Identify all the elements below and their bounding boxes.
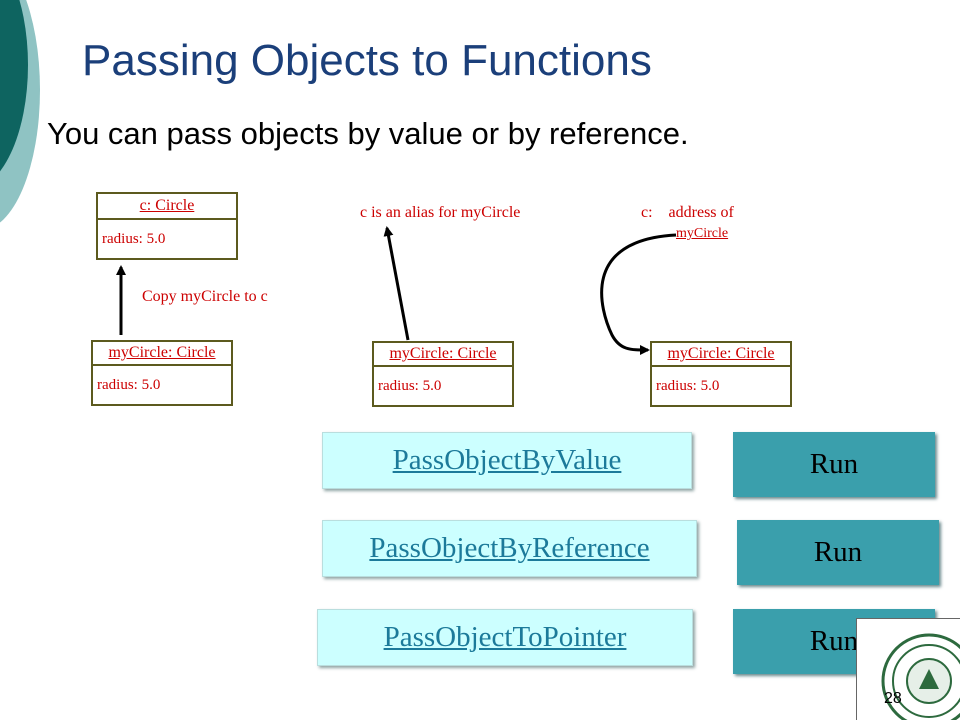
pass-object-by-reference-link[interactable]: PassObjectByReference	[322, 520, 697, 577]
copy-label: Copy myCircle to c	[142, 288, 268, 305]
alias-arrow	[383, 226, 410, 341]
c-circle-box: c: Circle radius: 5.0	[96, 192, 238, 260]
uml-box-attr: radius: 5.0	[97, 377, 161, 393]
pointer-arrow	[600, 233, 677, 355]
uml-box-name: myCircle: Circle	[652, 343, 790, 367]
pass-object-by-value-link[interactable]: PassObjectByValue	[322, 432, 692, 489]
mycircle-box-value: myCircle: Circle radius: 5.0	[91, 340, 233, 406]
page-number: 28	[884, 690, 902, 707]
uml-box-attr: radius: 5.0	[378, 378, 442, 394]
run-button-by-value[interactable]: Run	[733, 432, 935, 497]
slide-title: Passing Objects to Functions	[82, 36, 652, 85]
uml-box-name: myCircle: Circle	[93, 342, 231, 366]
uml-box-attr: radius: 5.0	[656, 378, 720, 394]
university-seal-frame	[856, 618, 960, 720]
pass-object-to-pointer-link[interactable]: PassObjectToPointer	[317, 609, 693, 666]
mycircle-box-pointer: myCircle: Circle radius: 5.0	[650, 341, 792, 407]
uml-box-name: myCircle: Circle	[374, 343, 512, 367]
uml-box-attr: radius: 5.0	[102, 231, 166, 247]
uml-box-name: c: Circle	[98, 194, 236, 220]
pointer-target-label: myCircle	[676, 226, 729, 241]
run-button-by-reference[interactable]: Run	[737, 520, 939, 585]
pointer-label: c: address of	[641, 204, 734, 221]
alias-label: c is an alias for myCircle	[360, 204, 521, 221]
mycircle-box-reference: myCircle: Circle radius: 5.0	[372, 341, 514, 407]
slide-subtitle: You can pass objects by value or by refe…	[47, 116, 689, 151]
university-seal-icon	[881, 633, 960, 720]
